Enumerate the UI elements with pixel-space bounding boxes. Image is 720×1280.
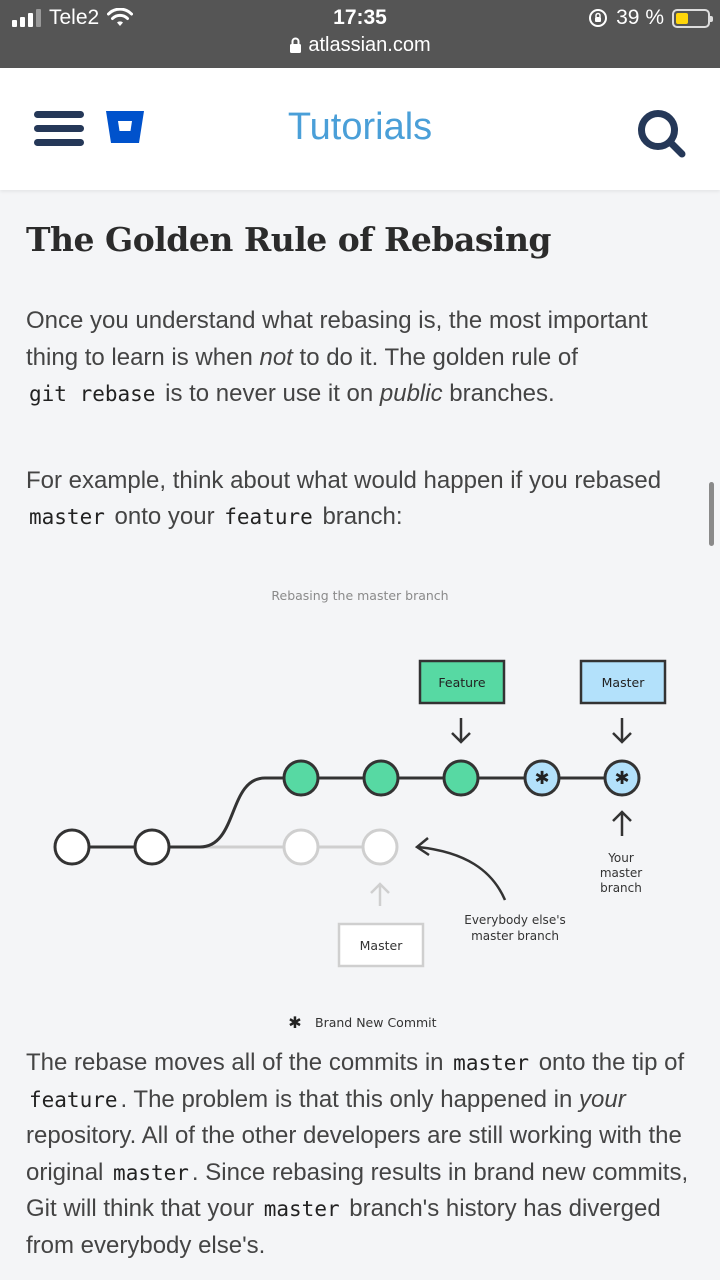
your-master-text: master	[600, 866, 642, 880]
wifi-icon	[107, 8, 134, 26]
hamburger-menu-icon[interactable]	[34, 111, 84, 147]
clock: 17:35	[333, 6, 387, 29]
feature-commit-node	[282, 759, 320, 797]
battery-percent: 39 %	[616, 6, 664, 29]
text: branch's history has diverged from every…	[26, 1195, 661, 1259]
inline-code: master	[263, 1197, 340, 1221]
article-content: The Golden Rule of Rebasing Once you und…	[26, 190, 694, 536]
text: onto the tip of	[532, 1049, 685, 1076]
signal-icon	[12, 9, 41, 27]
master-label-box	[579, 659, 667, 705]
text: . Since rebasing results in brand new co…	[26, 1158, 689, 1223]
bitbucket-logo[interactable]	[104, 109, 146, 145]
inline-code: git rebase	[29, 382, 156, 406]
rebased-line	[199, 776, 622, 849]
asterisk-icon: ✱	[534, 768, 549, 789]
text: For example, think about what would happ…	[26, 466, 662, 494]
url-text: atlassian.com	[308, 34, 431, 56]
emphasis: public	[379, 380, 443, 407]
asterisk-icon: ✱	[288, 1013, 301, 1032]
emphasis: your	[579, 1085, 626, 1113]
arrow-down-icon	[451, 718, 471, 744]
arrow-left-icon	[414, 837, 430, 857]
commit-node	[133, 828, 171, 866]
inline-code: master	[29, 505, 105, 529]
master-label-top: Master	[602, 675, 646, 690]
status-bar: Tele2 17:35 atlassian.com 39 %	[0, 0, 720, 68]
old-commit-node	[361, 828, 399, 866]
commit-node	[53, 828, 91, 866]
paragraph-explanation: The rebase moves all of the commits in m…	[26, 1045, 701, 1264]
new-commit-node	[523, 759, 561, 797]
old-commit-node	[282, 828, 320, 866]
header-title[interactable]: Tutorials	[287, 106, 433, 148]
inline-code: feature	[224, 505, 313, 529]
battery-icon	[672, 8, 713, 28]
site-header: Tutorials	[0, 68, 720, 190]
feature-label: Feature	[438, 675, 486, 690]
text: to do it. The golden rule of	[292, 343, 578, 371]
carrier-label: Tele2	[49, 6, 100, 29]
text: . The problem is that this only happened…	[120, 1085, 580, 1113]
paragraph-example: For example, think about what would happ…	[26, 463, 694, 536]
old-master-label-box	[337, 922, 425, 968]
status-left: Tele2	[12, 6, 134, 30]
text: is to never use it on	[158, 380, 380, 407]
text: Once you understand what rebasing is, th…	[26, 307, 648, 371]
inline-code: master	[113, 1160, 189, 1185]
rebase-diagram: Rebasing the master branch ✱ ✱ Feature M…	[53, 588, 667, 1032]
your-master-text: Your	[607, 851, 634, 865]
status-right: 39 %	[588, 6, 713, 30]
scrollbar[interactable]	[709, 482, 714, 546]
lock-icon	[290, 37, 302, 53]
emphasis: not	[259, 343, 293, 371]
article-heading: The Golden Rule of Rebasing	[26, 220, 552, 259]
everybody-text: master branch	[471, 929, 559, 943]
text: repository. All of the other developers …	[26, 1122, 682, 1186]
text: branches.	[442, 380, 555, 407]
legend-label: Brand New Commit	[315, 1015, 437, 1030]
rotation-lock-icon	[589, 9, 608, 27]
text: branch:	[315, 503, 403, 530]
master-label-bottom: Master	[360, 938, 404, 953]
inline-code: master	[453, 1051, 530, 1075]
text: The rebase moves all of the commits in	[26, 1049, 451, 1076]
arrow-up-icon	[370, 882, 390, 906]
arrow-up-icon	[612, 810, 632, 836]
your-master-text: branch	[600, 881, 642, 895]
new-commit-node	[603, 759, 641, 797]
paragraph-golden-rule: Once you understand what rebasing is, th…	[26, 303, 694, 413]
feature-commit-node	[362, 759, 400, 797]
search-icon[interactable]	[636, 108, 688, 160]
arrow-down-icon	[612, 718, 632, 744]
everybody-text: Everybody else's	[464, 913, 566, 927]
text: onto your	[107, 503, 222, 530]
feature-label-box	[418, 659, 506, 705]
curved-arrow-line	[417, 845, 507, 901]
diagram-caption: Rebasing the master branch	[271, 588, 448, 603]
inline-code: feature	[29, 1087, 118, 1112]
asterisk-icon: ✱	[614, 768, 629, 789]
address-bar[interactable]: atlassian.com	[0, 34, 720, 57]
feature-commit-node	[442, 759, 480, 797]
